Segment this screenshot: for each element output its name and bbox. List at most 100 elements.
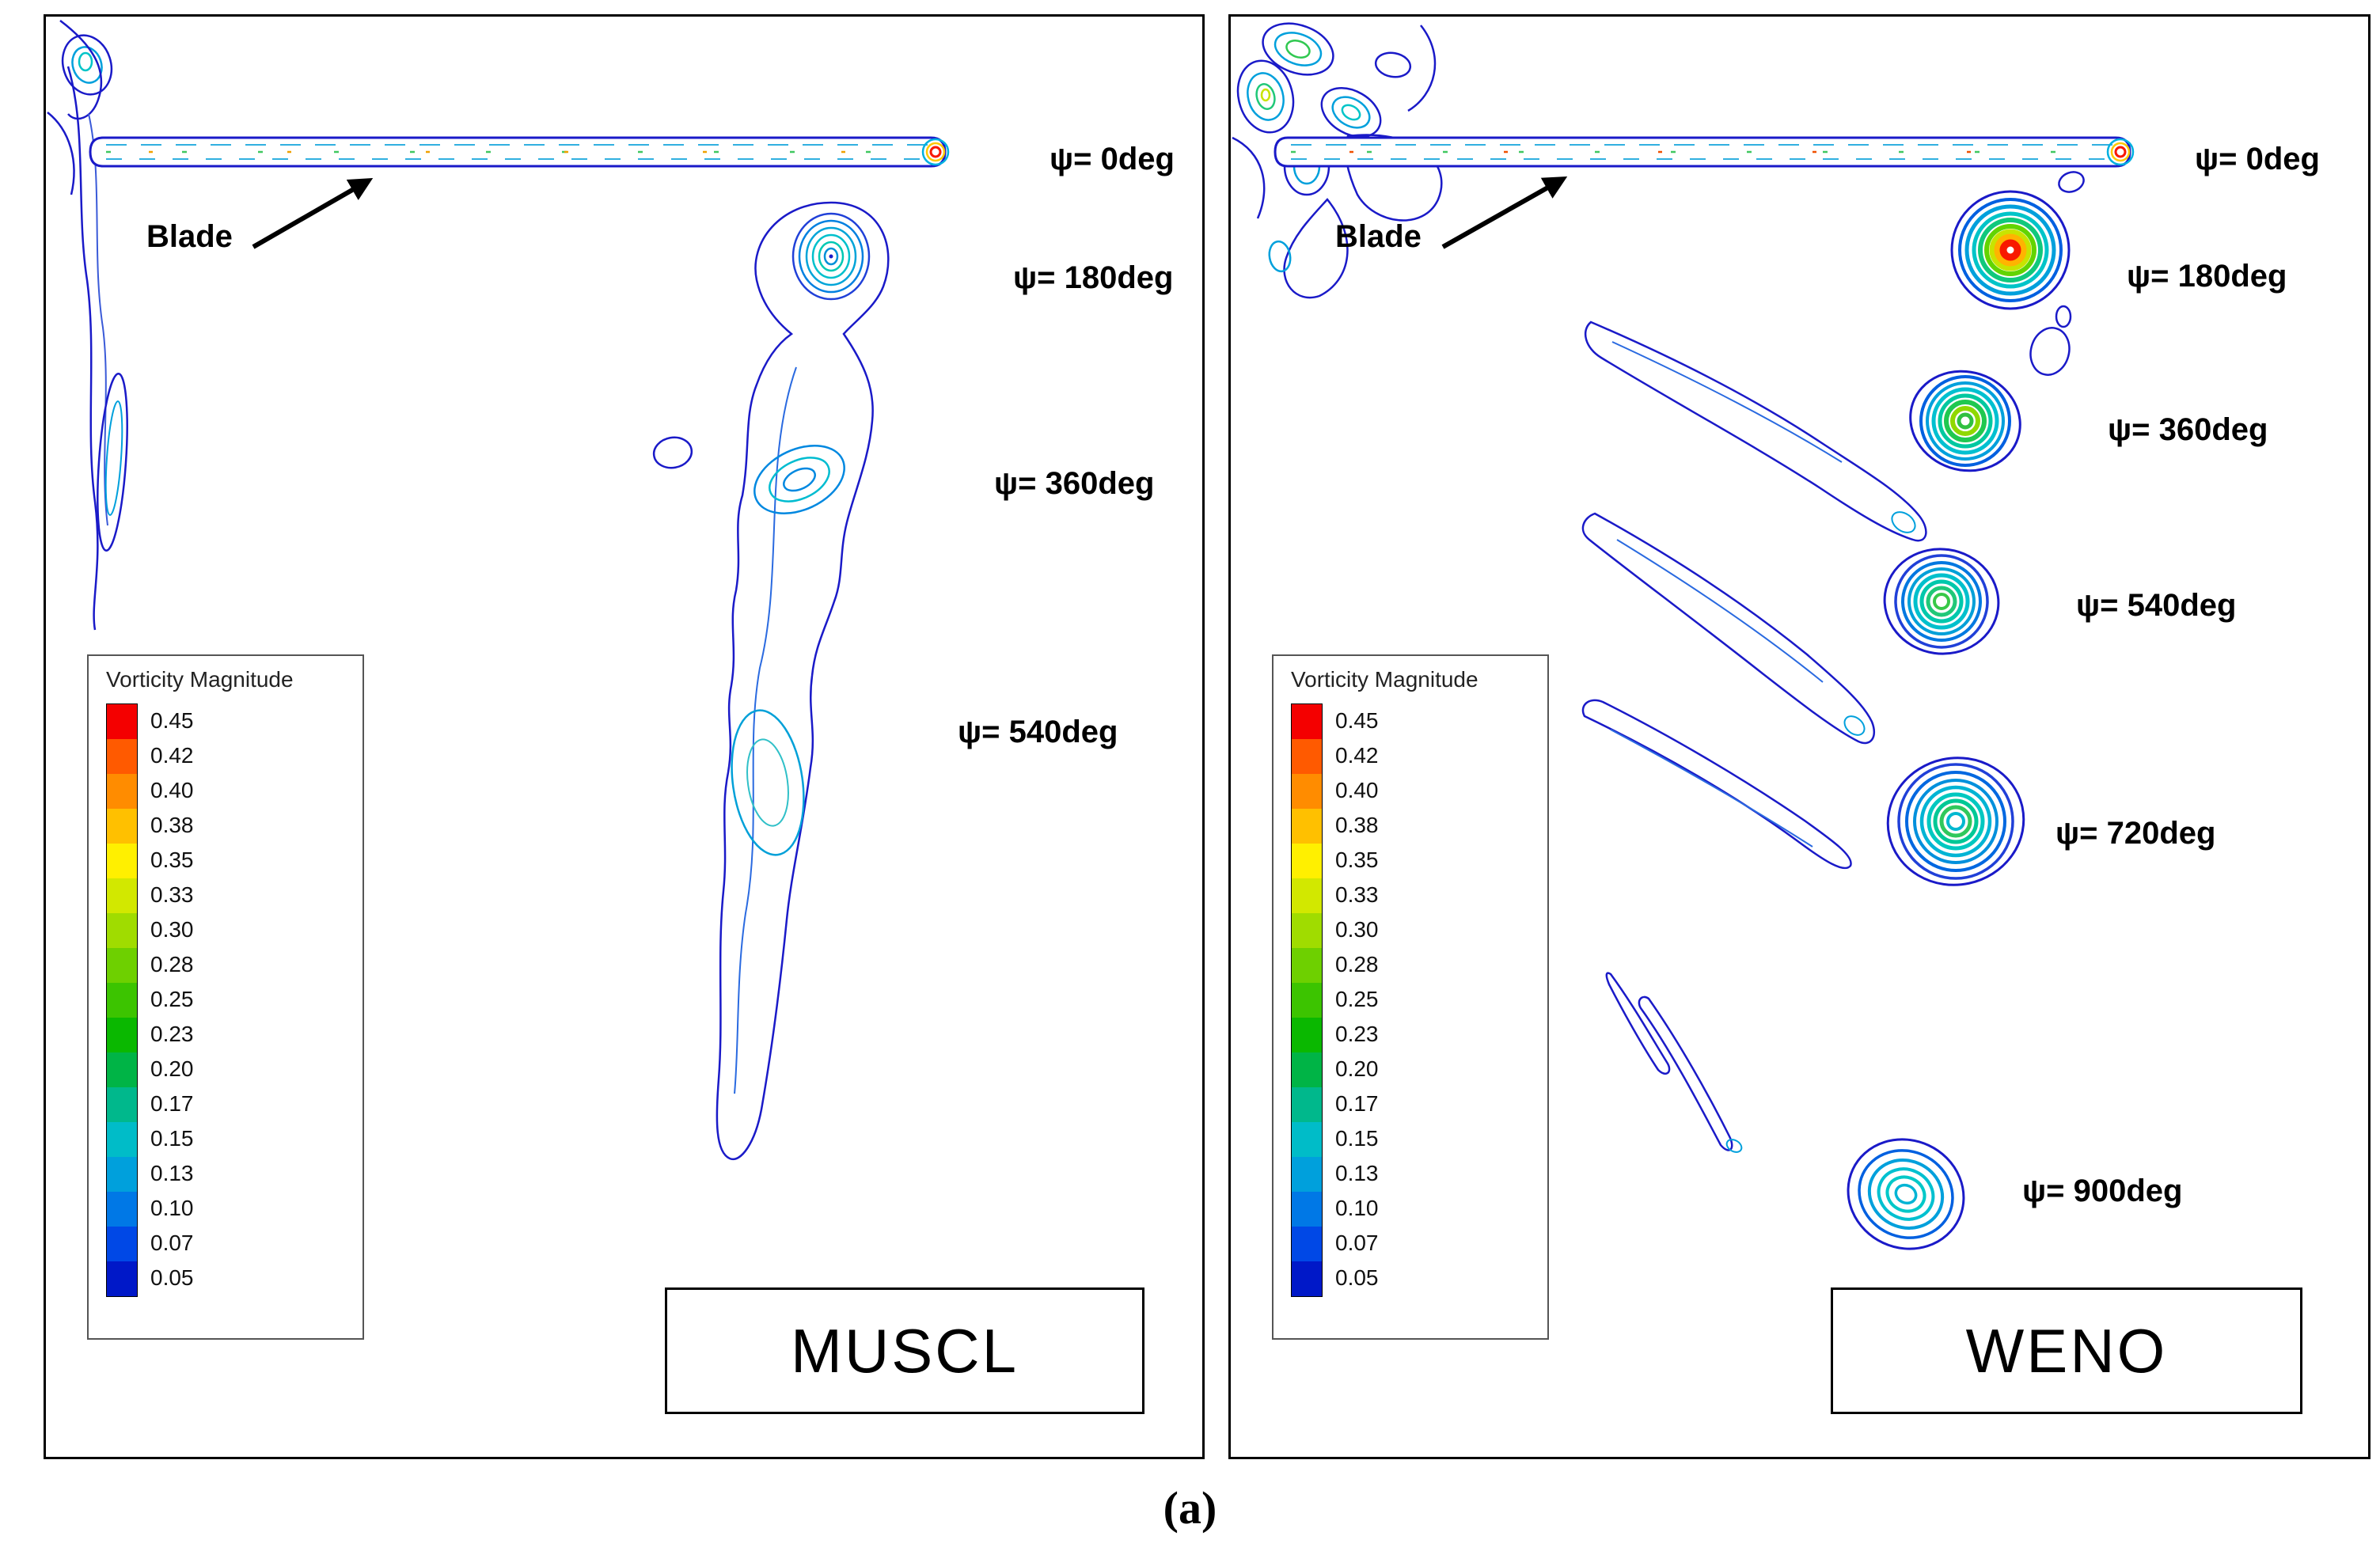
legend-labels: 0.45 0.42 0.40 0.38 0.35 0.33 0.30 0.28 0.25 0.23… [1335,703,1379,1297]
legend-value: 0.07 [1335,1231,1379,1255]
legend-color-0.42 [107,739,137,774]
legend-color-0.15 [1292,1122,1322,1157]
blade-label: Blade [1335,219,1422,254]
blade-arrow [1441,176,1568,249]
legend-value: 0.40 [1335,778,1379,802]
legend-color-0.38 [1292,809,1322,844]
legend-color-0.38 [107,809,137,844]
legend-value: 0.15 [150,1126,194,1151]
legend-color-0.30 [107,913,137,948]
psi-label-360deg: ψ= 360deg [2108,412,2268,447]
legend-color-0.45 [1292,704,1322,739]
legend-value: 0.45 [1335,708,1379,733]
contour-plot-weno [1232,22,2135,1250]
legend-value: 0.28 [150,952,194,976]
legend-value: 0.28 [1335,952,1379,976]
method-box-muscl: MUSCL [665,1287,1144,1414]
blade-label: Blade [146,219,233,254]
legend-color-0.15 [107,1122,137,1157]
legend-color-0.28 [1292,948,1322,983]
legend-color-0.20 [1292,1052,1322,1087]
wake-sheet [652,201,890,1161]
legend-value: 0.15 [1335,1126,1379,1151]
vortex-720 [1886,757,2025,886]
legend-value: 0.33 [1335,882,1379,907]
panel-muscl: Blade ψ= 0deg ψ= 180deg ψ= 360deg ψ= 540… [44,14,1205,1459]
legend-value: 0.23 [1335,1022,1379,1046]
legend-color-strip [106,703,138,1297]
legend-value: 0.13 [150,1161,194,1185]
legend-color-0.23 [1292,1018,1322,1052]
legend-value: 0.30 [1335,917,1379,942]
legend-value: 0.25 [1335,987,1379,1011]
legend-color-0.25 [1292,983,1322,1018]
legend-color-0.35 [107,844,137,878]
legend-color-0.20 [107,1052,137,1087]
legend-title: Vorticity Magnitude [1291,667,1478,692]
legend-value: 0.20 [150,1056,194,1081]
method-label: MUSCL [790,1315,1019,1386]
legend-color-0.05 [1292,1261,1322,1296]
psi-label-360deg: ψ= 360deg [994,466,1155,501]
panel-weno: Blade ψ= 0deg ψ= 180deg ψ= 360deg ψ= 540… [1228,14,2371,1459]
legend-color-0.17 [1292,1087,1322,1122]
psi-label-180deg: ψ= 180deg [2127,259,2287,294]
legend-value: 0.30 [150,917,194,942]
legend-value: 0.35 [150,848,194,872]
vortex-900 [1847,1138,1965,1250]
figure-caption: (a) [1163,1482,1217,1534]
legend-value: 0.20 [1335,1056,1379,1081]
legend-title: Vorticity Magnitude [106,667,294,692]
legend-color-strip [1291,703,1323,1297]
psi-label-720deg: ψ= 720deg [2055,816,2216,851]
legend-value: 0.35 [1335,848,1379,872]
legend-value: 0.07 [150,1231,194,1255]
legend-color-0.13 [107,1157,137,1192]
blade-arrow [252,178,374,249]
psi-label-540deg: ψ= 540deg [958,715,1118,749]
legend-value: 0.42 [150,743,194,768]
legend-color-0.10 [1292,1192,1322,1227]
vortex-180 [791,212,871,301]
vortex-360 [1909,370,2021,472]
legend-color-0.10 [107,1192,137,1227]
legend-color-0.40 [107,774,137,809]
blade-shape [1274,136,2135,168]
legend-color-0.33 [1292,878,1322,913]
legend-box: Vorticity Magnitude 0.45 0.42 0.40 0.38 0.35… [1272,654,1549,1340]
wake-sheets [1581,171,2085,1153]
blade-shape [89,136,950,168]
psi-label-0deg: ψ= 0deg [2195,142,2320,176]
method-box-weno: WENO [1831,1287,2302,1414]
psi-label-0deg: ψ= 0deg [1050,142,1175,176]
legend-color-0.45 [107,704,137,739]
root-wake-contours [47,20,128,631]
legend-value: 0.10 [150,1196,194,1220]
legend-value: 0.42 [1335,743,1379,768]
vortex-180 [1950,190,2071,310]
legend-color-0.33 [107,878,137,913]
legend-value: 0.05 [1335,1265,1379,1290]
legend-color-0.23 [107,1018,137,1052]
legend-color-0.07 [1292,1227,1322,1261]
legend-color-0.07 [107,1227,137,1261]
legend-value: 0.45 [150,708,194,733]
legend-color-0.05 [107,1261,137,1296]
contour-plot-muscl [47,20,950,1161]
legend-value: 0.23 [150,1022,194,1046]
legend-body: 0.45 0.42 0.40 0.38 0.35 0.33 0.30 0.28 0.25 0.23… [1291,703,1547,1297]
vortex-540 [1883,548,2000,655]
legend-color-0.35 [1292,844,1322,878]
legend-value: 0.17 [1335,1091,1379,1116]
legend-color-0.13 [1292,1157,1322,1192]
psi-label-180deg: ψ= 180deg [1013,260,1174,295]
psi-label-540deg: ψ= 540deg [2076,588,2237,623]
legend-value: 0.38 [1335,813,1379,837]
legend-color-0.17 [107,1087,137,1122]
legend-color-0.40 [1292,774,1322,809]
legend-color-0.25 [107,983,137,1018]
legend-value: 0.17 [150,1091,194,1116]
legend-value: 0.38 [150,813,194,837]
